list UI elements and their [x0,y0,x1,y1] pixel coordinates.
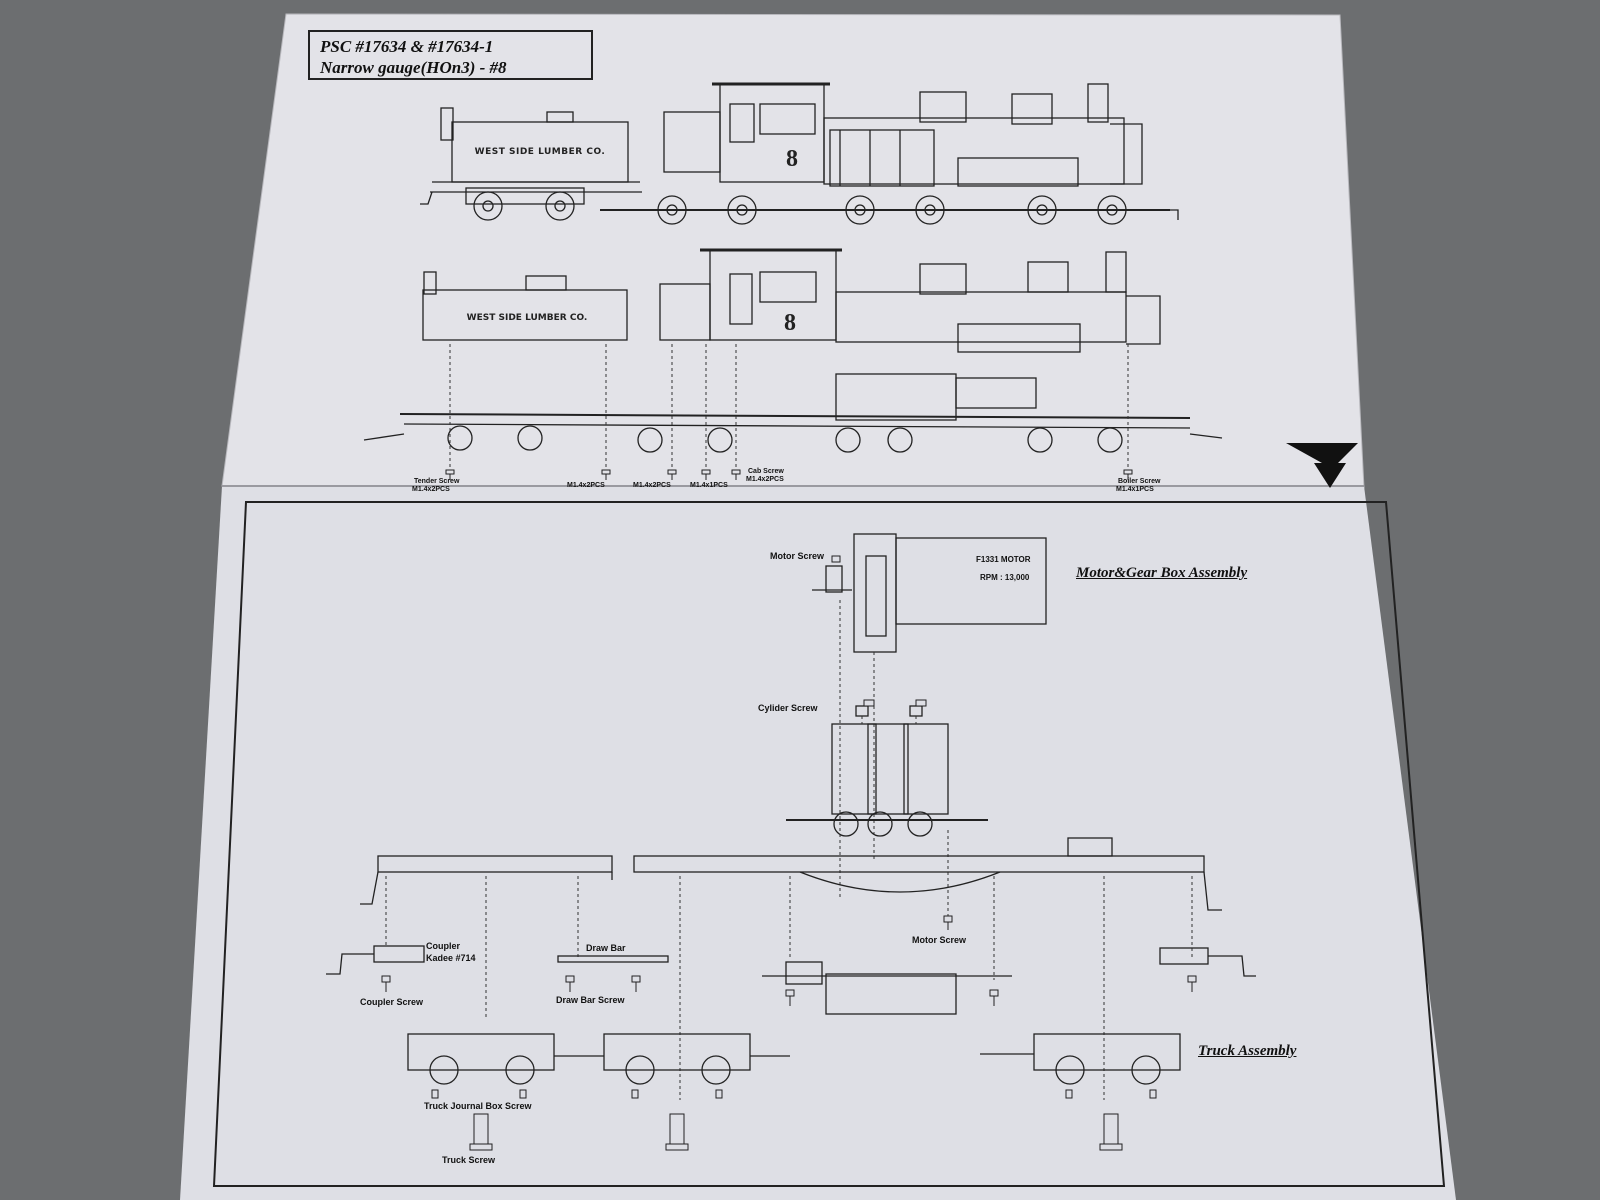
motor-housing-drawing [762,961,1012,1015]
section-title-truck-assembly: Truck Assembly [1198,1043,1297,1059]
title-line-2: Narrow gauge(HOn3) - #8 [320,58,507,77]
title-line-1: PSC #17634 & #17634-1 [320,37,494,56]
label-m14x2pcs-a: M1.4x2PCS [567,482,605,489]
label-motor-screw-top: Motor Screw [770,551,825,561]
truck-right [980,1033,1181,1085]
fold-down-arrow-icon [1286,443,1358,488]
engine-truck-front-wheels [657,195,1127,225]
lower-leader-lines [385,876,1193,1100]
motor-gearbox-drawing [812,533,1047,653]
engine-frame-drawing [633,837,1222,911]
label-truck-journal-box-screw: Truck Journal Box Screw [424,1101,532,1111]
label-motor-screw-bottom: Motor Screw [912,935,967,945]
loco-side-view-full [420,82,1179,225]
label-truck-screw: Truck Screw [442,1155,496,1165]
label-draw-bar: Draw Bar [586,943,626,953]
label-coupler: Coupler [426,941,461,951]
tender-truck-wheels [465,187,585,221]
motor-leader-lines [839,600,875,900]
label-motor-name: F1331 MOTOR [976,555,1031,564]
label-cab-screw-spec: M1.4x2PCS [746,476,784,483]
truck-middle [603,1033,790,1085]
lower-screws [381,555,1197,1006]
upper-leader-lines [449,344,1129,470]
label-tender-screw-spec: M1.4x2PCS [412,486,450,493]
truck-left [407,1033,604,1085]
cylinder-block-drawing [786,705,988,837]
label-cab-screw: Cab Screw [748,468,784,475]
label-m14x1pcs: M1.4x1PCS [690,482,728,489]
label-coupler-screw: Coupler Screw [360,997,424,1007]
tender-lettering-2: WEST SIDE LUMBER CO. [467,313,588,323]
section-title-motor-gearbox: Motor&Gear Box Assembly [1076,565,1248,581]
loco-chassis-view [363,373,1223,453]
label-boiler-screw: Boiler Screw [1118,478,1161,485]
tender-lettering-1: WEST SIDE LUMBER CO. [475,147,606,157]
upper-screws [445,469,1133,480]
label-cylinder-screw: Cylider Screw [758,703,818,713]
cylinder-leader-lines [861,716,949,916]
label-draw-bar-screw: Draw Bar Screw [556,995,625,1005]
truck-screws [431,1089,1157,1151]
coupler-left-drawing [326,945,425,975]
label-boiler-screw-spec: M1.4x1PCS [1116,486,1154,493]
assembly-frame-border [212,501,1446,1187]
tender-frame-drawing [360,855,613,905]
label-coupler-model: Kadee #714 [426,953,476,963]
engine-number-2: 8 [784,310,796,336]
label-motor-rpm: RPM : 13,000 [980,573,1030,582]
title-box: PSC #17634 & #17634-1 Narrow gauge(HOn3)… [308,30,593,80]
label-tender-screw: Tender Screw [414,478,460,485]
label-m14x2pcs-b: M1.4x2PCS [633,482,671,489]
draw-bar-drawing [557,955,669,963]
loco-shell-view [422,248,1161,353]
coupler-right-drawing [1159,947,1256,977]
lower-paper-sheet [180,486,1456,1200]
engine-number-1: 8 [786,146,798,172]
